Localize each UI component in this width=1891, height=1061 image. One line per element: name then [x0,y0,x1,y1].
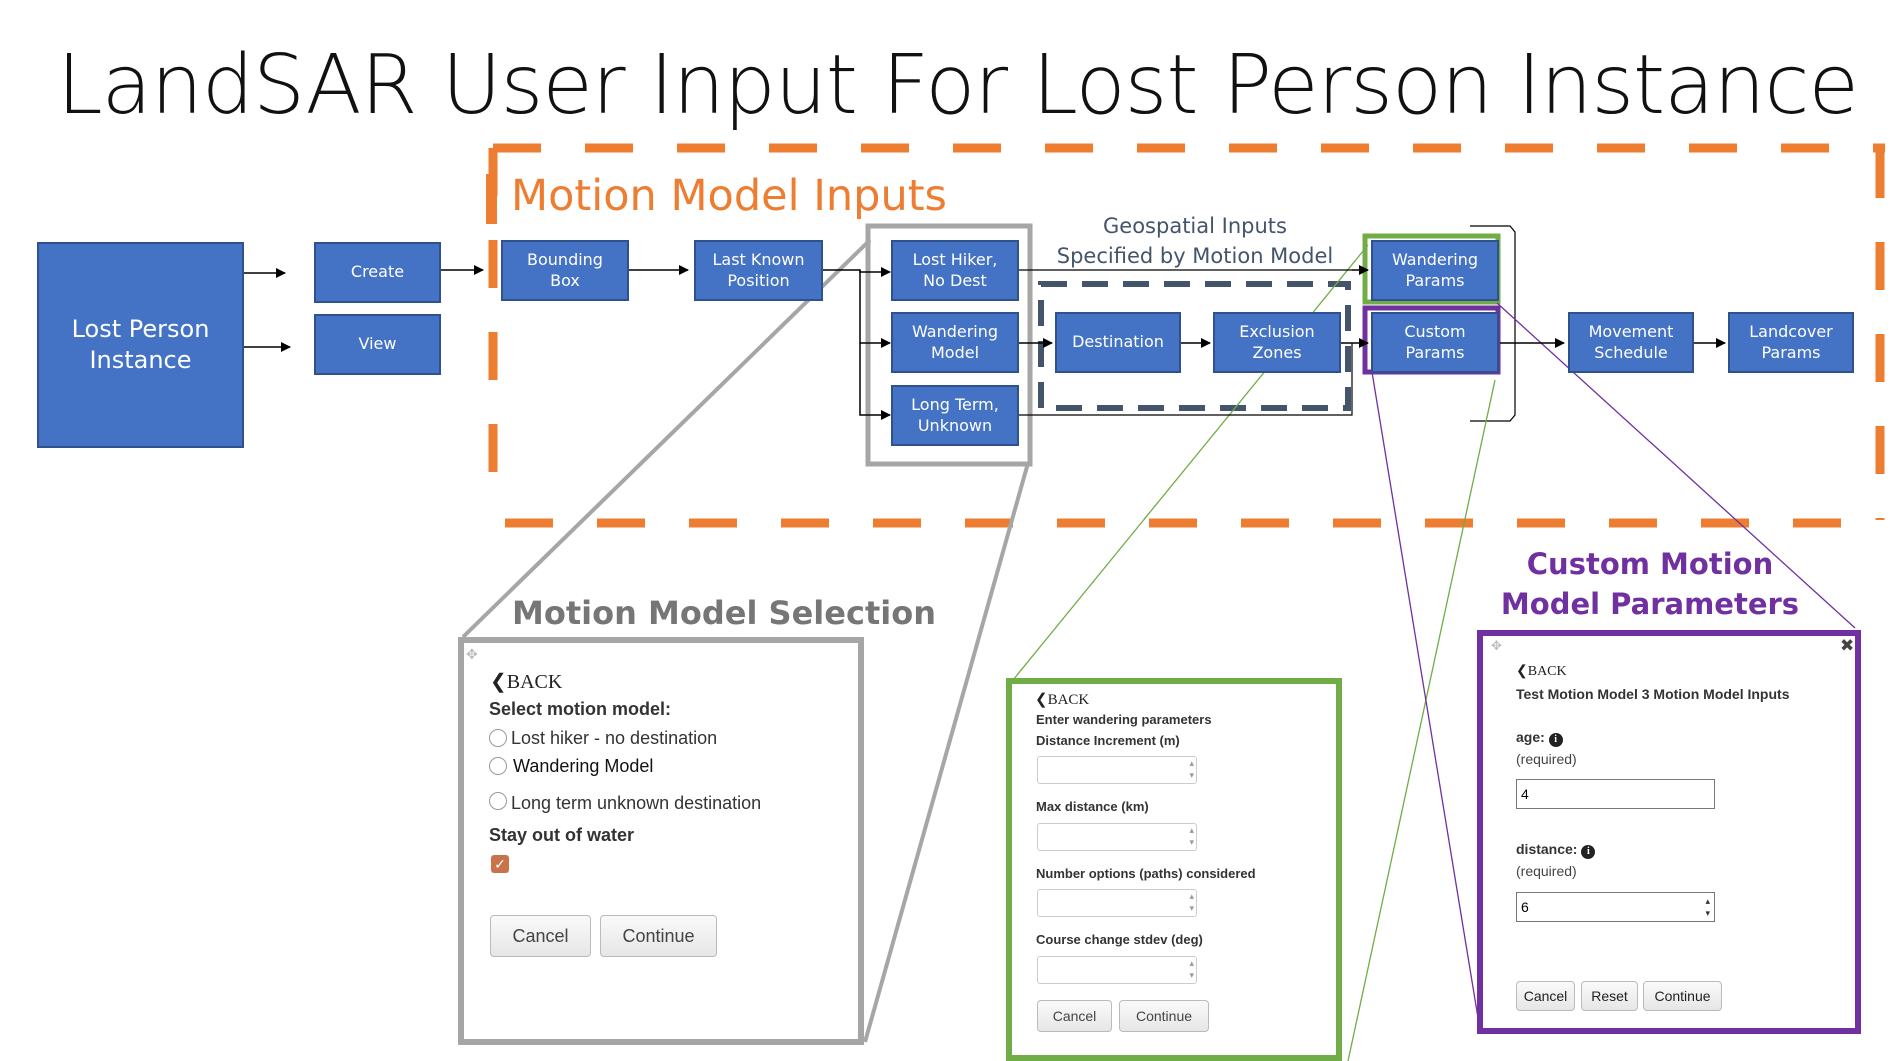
wandering-heading: Enter wandering parameters [1036,712,1212,727]
wandering-model-box: Wandering Model [891,312,1019,373]
distance-increment-input[interactable] [1037,756,1197,784]
distance-value: 6 [1521,899,1529,915]
motion-inputs-frame [488,143,1885,528]
destination-box: Destination [1055,312,1181,373]
close-icon[interactable]: ✖ [1840,636,1855,655]
geospatial-label-line2: Specified by Motion Model [1056,244,1334,268]
water-checkbox[interactable]: ✓ [491,855,509,873]
wandering-continue-button[interactable]: Continue [1119,1000,1209,1032]
info-icon[interactable]: i [1548,733,1563,747]
distance-input[interactable]: 6 ▴ ▾ [1516,892,1715,922]
radio-lost-hiker[interactable] [489,729,507,747]
selection-cancel-button[interactable]: Cancel [490,915,591,957]
course-change-input[interactable] [1037,956,1197,984]
selection-heading: Select motion model: [489,699,672,719]
custom-cancel-button[interactable]: Cancel [1516,981,1575,1011]
move-handle-icon[interactable]: ✥ [466,646,478,662]
flow-arrows [243,265,1726,420]
info-icon[interactable]: i [1581,845,1596,859]
landcover-params-box: Landcover Params [1728,312,1854,373]
selection-back-link[interactable]: ❮BACK [490,671,563,693]
chevron-left-icon: ❮ [1516,664,1528,679]
selection-panel: ✥ ❮BACK Select motion model: Lost hiker … [458,637,864,1045]
age-required: (required) [1516,751,1577,767]
wandering-cancel-button[interactable]: Cancel [1037,1000,1112,1032]
exclusion-zones-box: Exclusion Zones [1213,312,1341,373]
view-box: View [314,314,441,375]
course-change-label: Course change stdev (deg) [1036,932,1203,947]
distance-label: distance: i [1516,841,1596,859]
geospatial-label-line1: Geospatial Inputs [1103,214,1287,238]
custom-title-line2: Model Parameters [1500,587,1800,621]
max-distance-label: Max distance (km) [1036,799,1149,814]
bounding-box-box: Bounding Box [501,240,629,301]
zoom-lines [461,238,1856,1061]
wandering-panel: ❮BACK Enter wandering parameters Distanc… [1006,678,1342,1061]
move-handle-icon[interactable]: ✥ [1491,638,1502,653]
brace-right [1470,225,1516,422]
long-term-box: Long Term, Unknown [891,385,1019,446]
last-known-position-box: Last Known Position [694,240,823,301]
selection-title: Motion Model Selection [512,594,936,632]
lost-hiker-box: Lost Hiker, No Dest [891,240,1019,301]
custom-back-link[interactable]: ❮BACK [1516,664,1567,679]
selection-frame [865,223,1033,467]
number-options-input[interactable] [1037,889,1197,917]
motion-inputs-label: Motion Model Inputs [511,171,947,221]
custom-continue-button[interactable]: Continue [1643,981,1722,1011]
custom-panel: ✥ ✖ ❮BACK Test Motion Model 3 Motion Mod… [1477,630,1861,1034]
selection-continue-button[interactable]: Continue [600,915,717,957]
custom-params-box: Custom Params [1371,312,1499,373]
custom-heading: Test Motion Model 3 Motion Model Inputs [1516,686,1790,702]
geospatial-frame [1038,281,1351,411]
age-label: age: i [1516,729,1563,747]
option-wandering: Wandering Model [513,756,654,776]
option-long-term: Long term unknown destination [511,793,762,813]
number-options-label: Number options (paths) considered [1036,866,1256,881]
radio-long-term[interactable] [489,792,507,810]
age-input[interactable]: 4 [1516,779,1715,809]
create-box: Create [314,242,441,303]
option-lost-hiker: Lost hiker - no destination [511,728,718,748]
geospatial-label: Geospatial Inputs Specified by Motion Mo… [1040,211,1350,271]
wandering-back-link[interactable]: ❮BACK [1035,692,1090,708]
distance-increment-label: Distance Increment (m) [1036,733,1180,748]
wandering-params-box: Wandering Params [1371,240,1499,301]
custom-reset-button[interactable]: Reset [1581,981,1638,1011]
page-title: LandSAR User Input For Lost Person Insta… [57,38,1859,133]
spinner-icon[interactable]: ▴ ▾ [1705,896,1710,918]
chevron-left-icon: ❮ [1035,692,1048,708]
orange-label-bar [486,174,497,224]
lost-person-instance-box: Lost Person Instance [37,242,244,448]
max-distance-input[interactable] [1037,823,1197,851]
custom-title: Custom Motion Model Parameters [1500,544,1800,624]
chevron-left-icon: ❮ [490,671,507,693]
geo-bracket [1018,269,1353,416]
radio-wandering[interactable] [489,757,507,775]
water-label: Stay out of water [489,825,635,845]
movement-schedule-box: Movement Schedule [1568,312,1694,373]
custom-title-line1: Custom Motion [1526,547,1774,581]
distance-required: (required) [1516,863,1577,879]
